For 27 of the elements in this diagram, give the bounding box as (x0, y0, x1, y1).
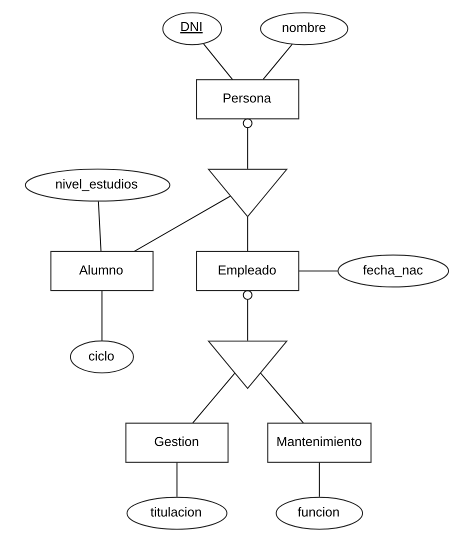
connector (318, 462, 320, 497)
connector (98, 202, 102, 252)
connector (260, 372, 304, 424)
connector (262, 44, 293, 80)
connector (298, 270, 338, 272)
node-ellipse: funcion (276, 496, 364, 530)
node-ellipse: nivel_estudios (24, 168, 170, 202)
connector (242, 290, 253, 341)
connector (247, 216, 248, 252)
node-ellipse: ciclo (70, 340, 134, 374)
node-triangle (207, 168, 288, 218)
node-ellipse: DNI (162, 12, 222, 46)
connector (134, 196, 231, 252)
node-box: Alumno (50, 250, 154, 292)
node-triangle (207, 340, 288, 390)
connector (192, 372, 236, 424)
connector (176, 462, 178, 497)
node-box: Gestion (125, 422, 229, 463)
node-box: Persona (196, 79, 300, 120)
connector (242, 118, 253, 169)
node-box: Empleado (196, 250, 300, 292)
node-ellipse: titulacion (126, 496, 228, 530)
node-ellipse: nombre (260, 12, 348, 46)
connector (101, 290, 102, 341)
node-ellipse: fecha_nac (338, 254, 450, 288)
connector (203, 44, 233, 80)
node-box: Mantenimiento (267, 422, 372, 463)
